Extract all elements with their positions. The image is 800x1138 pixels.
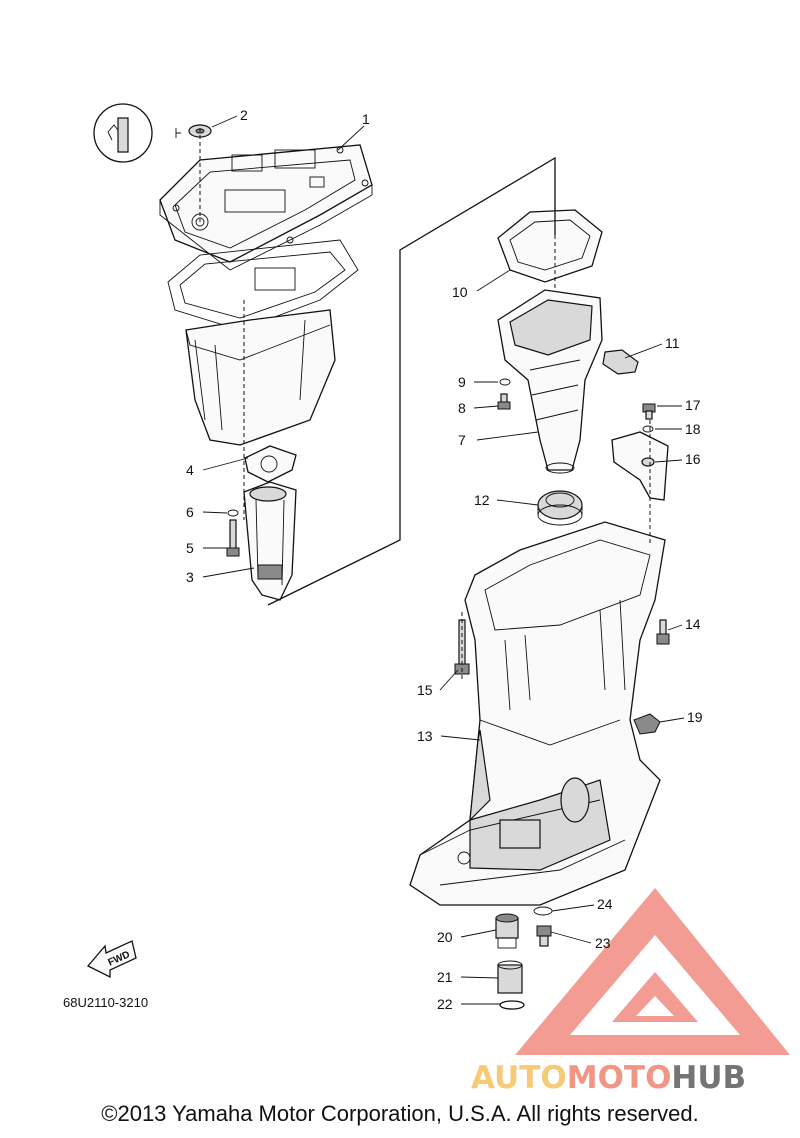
watermark-hub: HUB (671, 1060, 746, 1096)
collar-21 (497, 960, 523, 994)
callouts: 1 2 3 4 5 6 7 8 9 10 11 12 13 14 15 16 1… (186, 107, 703, 1012)
washer-24 (533, 906, 553, 916)
callout-6: 6 (186, 504, 194, 520)
callout-3: 3 (186, 569, 194, 585)
callout-10: 10 (452, 284, 468, 300)
guide-lines (199, 128, 651, 680)
callout-8: 8 (458, 400, 466, 416)
callout-5: 5 (186, 540, 194, 556)
washer-6 (227, 509, 239, 517)
callout-4: 4 (186, 462, 194, 478)
bolt-5 (226, 519, 240, 557)
upper-casing (409, 521, 666, 906)
callout-20: 20 (437, 929, 453, 945)
svg-text:AUTOMOTOHUB: AUTOMOTOHUB (471, 1060, 746, 1096)
callout-12: 12 (474, 492, 490, 508)
watermark-auto: AUTO (471, 1060, 567, 1096)
diagram-part-code: 68U2110-3210 (63, 995, 148, 1010)
gasket-10 (497, 209, 603, 283)
bolt-17 (642, 403, 656, 420)
callout-19: 19 (687, 709, 703, 725)
callout-21: 21 (437, 969, 453, 985)
circlip-22 (499, 1000, 525, 1010)
callout-1: 1 (362, 111, 370, 127)
callout-22: 22 (437, 996, 453, 1012)
exhaust-guide (243, 481, 297, 601)
rubber-seal-11 (602, 349, 639, 375)
callout-18: 18 (685, 421, 701, 437)
callout-15: 15 (417, 682, 433, 698)
bolt-14 (656, 619, 670, 645)
exhaust-manifold (497, 289, 603, 474)
bolt-8 (497, 393, 511, 410)
upper-case-cover (159, 144, 373, 271)
callout-17: 17 (685, 397, 701, 413)
callout-23: 23 (595, 935, 611, 951)
plug-23 (536, 925, 552, 947)
oil-pan-assembly (167, 239, 359, 446)
exhaust-gasket (244, 445, 297, 483)
bushing-20 (495, 913, 519, 949)
watermark-logo: AUTOMOTOHUB (471, 1060, 746, 1096)
callout-9: 9 (458, 374, 466, 390)
callout-24: 24 (597, 896, 613, 912)
plug-19 (633, 713, 661, 735)
callout-2: 2 (240, 107, 248, 123)
watermark-triangle (515, 888, 790, 1055)
washer-9 (499, 378, 511, 386)
washer-18 (642, 425, 654, 433)
seal-12 (537, 490, 583, 526)
bracket-16 (611, 431, 669, 501)
callout-7: 7 (458, 432, 466, 448)
callout-14: 14 (685, 616, 701, 632)
callout-13: 13 (417, 728, 433, 744)
fwd-arrow: FWD (86, 940, 137, 979)
leader-lines (202, 115, 685, 1005)
inset-detail (93, 103, 181, 163)
copyright-notice: ©2013 Yamaha Motor Corporation, U.S.A. A… (101, 1101, 699, 1126)
watermark-moto: MOTO (567, 1060, 672, 1096)
callout-16: 16 (685, 451, 701, 467)
callout-11: 11 (665, 335, 680, 351)
